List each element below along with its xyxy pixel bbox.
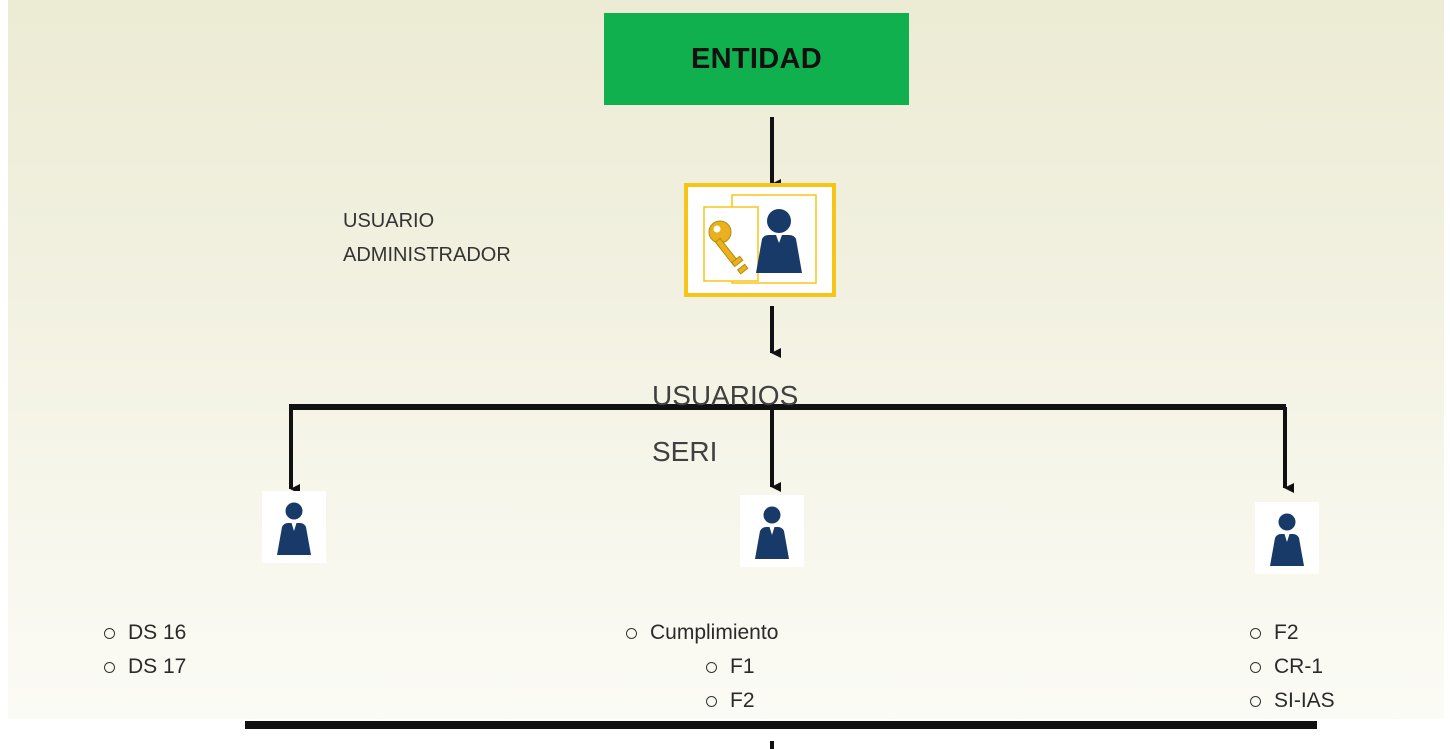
- list-item: F2: [626, 684, 778, 718]
- user-card-2: [740, 495, 804, 567]
- user-icon: [1270, 513, 1304, 566]
- bullet-icon: [1250, 695, 1261, 707]
- list-item: Cumplimiento: [626, 616, 778, 650]
- bullet-icon: [706, 661, 717, 673]
- bullet-icon: [104, 627, 115, 639]
- list-item: CR-1: [1250, 650, 1335, 684]
- list-item: DS 17: [104, 650, 186, 684]
- bullet-icon: [706, 695, 717, 707]
- list-item: SI-IAS: [1250, 684, 1335, 718]
- bullet-icon: [1250, 661, 1261, 673]
- group-1-list: DS 16 DS 17: [104, 616, 186, 684]
- bullet-icon: [1250, 627, 1261, 639]
- users-label-line2: SERI: [652, 436, 718, 467]
- user-icon: [277, 502, 311, 555]
- bullet-icon: [104, 661, 115, 673]
- page-margin-left: [0, 0, 8, 749]
- list-item: DS 16: [104, 616, 186, 650]
- admin-label-line2: ADMINISTRADOR: [343, 244, 511, 266]
- users-label: USUARIOS SERI: [652, 368, 798, 480]
- user-card-3: [1255, 502, 1319, 574]
- bullet-icon: [626, 627, 637, 639]
- user-card-1: [262, 491, 326, 563]
- entity-box: ENTIDAD: [604, 13, 909, 105]
- key-user-icon: [684, 183, 836, 297]
- list-item: F2: [1250, 616, 1335, 650]
- entity-label: ENTIDAD: [691, 42, 822, 75]
- admin-label: USUARIO ADMINISTRADOR: [343, 204, 511, 272]
- list-item: F1: [626, 650, 778, 684]
- admin-label-line1: USUARIO: [343, 210, 435, 232]
- group-2-list: Cumplimiento F1 F2: [626, 616, 778, 718]
- users-label-line1: USUARIOS: [652, 380, 799, 411]
- group-3-list: F2 CR-1 SI-IAS: [1250, 616, 1335, 718]
- user-icon: [755, 506, 789, 559]
- page-margin-right: [1444, 0, 1450, 749]
